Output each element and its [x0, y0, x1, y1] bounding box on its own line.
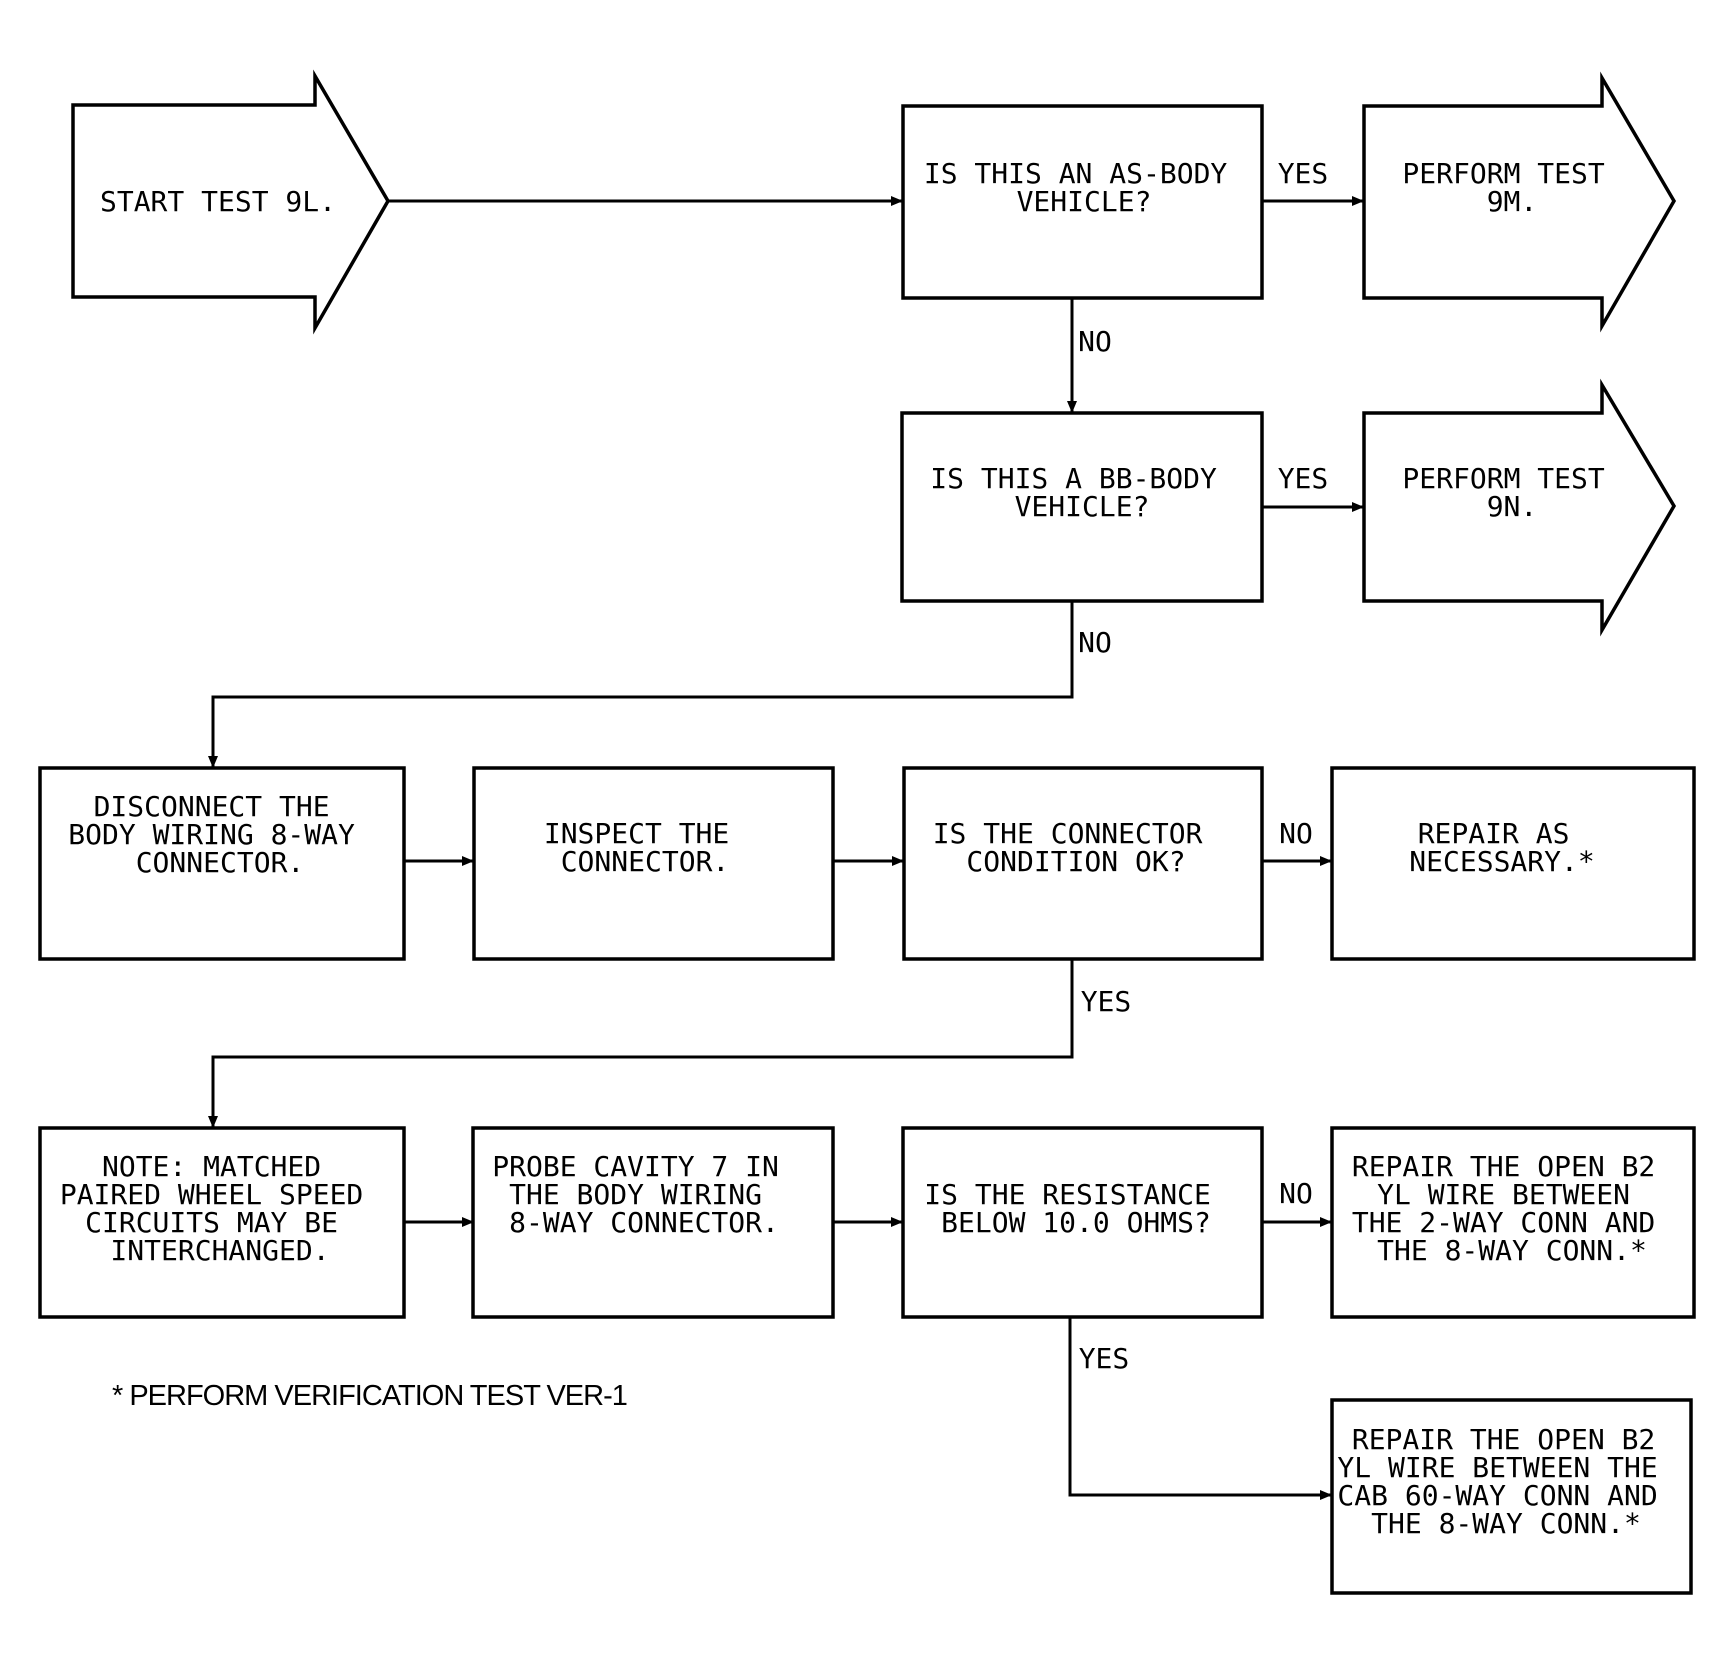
resistance-decision-box — [901, 1126, 1264, 1319]
label-condition-yes: YES — [1081, 985, 1132, 1018]
label-as-body-yes: YES — [1278, 157, 1329, 190]
start-arrow-shape — [71, 69, 391, 335]
condition-question-text: IS THE CONNECTOR CONDITION OK? — [933, 817, 1220, 878]
note-box — [38, 1126, 406, 1319]
edge-condition-yes — [208, 958, 1074, 1128]
resistance-question-text: IS THE RESISTANCE BELOW 10.0 OHMS? — [924, 1178, 1227, 1239]
inspect-box — [472, 766, 835, 961]
label-condition-no: NO — [1279, 817, 1313, 850]
inspect-text: INSPECT THE CONNECTOR. — [544, 817, 746, 878]
label-bb-body-no: NO — [1078, 626, 1112, 659]
label-resistance-no: NO — [1279, 1177, 1313, 1210]
connectors — [208, 196, 1364, 1500]
test-9n-text: PERFORM TEST 9N. — [1402, 462, 1621, 523]
repair-2way-box — [1330, 1126, 1696, 1319]
disconnect-box — [38, 766, 406, 961]
test-9m-arrow-shape — [1362, 71, 1677, 333]
start-text: START TEST 9L. — [100, 185, 336, 218]
edge-bb-body-no — [208, 601, 1074, 768]
repair-as-necessary-text: REPAIR AS NECESSARY.* — [1409, 817, 1594, 878]
footnote: * PERFORM VERIFICATION TEST VER-1 — [112, 1380, 627, 1412]
test-9n-arrow-shape — [1362, 378, 1677, 637]
label-as-body-no: NO — [1078, 325, 1112, 358]
edge-labels: YES NO YES NO NO YES NO YES — [1078, 157, 1328, 1375]
bb-body-decision-box — [900, 411, 1264, 603]
bb-body-question-text: IS THIS A BB-BODY VEHICLE? — [930, 462, 1233, 523]
repair-60way-box — [1330, 1398, 1693, 1595]
disconnect-text: DISCONNECT THE BODY WIRING 8-WAY CONNECT… — [68, 790, 371, 879]
probe-text: PROBE CAVITY 7 IN THE BODY WIRING 8-WAY … — [492, 1150, 795, 1239]
label-resistance-yes: YES — [1079, 1342, 1130, 1375]
as-body-question-text: IS THIS AN AS-BODY VEHICLE? — [924, 157, 1244, 218]
as-body-decision-box — [901, 104, 1264, 300]
condition-decision-box — [902, 766, 1264, 961]
edge-resistance-yes — [1068, 1318, 1332, 1500]
probe-box — [471, 1126, 835, 1319]
repair-60way-text: REPAIR THE OPEN B2 YL WIRE BETWEEN THE C… — [1337, 1423, 1674, 1540]
node-texts: START TEST 9L. IS THIS AN AS-BODY VEHICL… — [60, 157, 1674, 1540]
repair-2way-text: REPAIR THE OPEN B2 YL WIRE BETWEEN THE 2… — [1352, 1150, 1672, 1267]
label-bb-body-yes: YES — [1278, 462, 1329, 495]
test-9m-text: PERFORM TEST 9M. — [1402, 157, 1621, 218]
flow-nodes — [38, 69, 1696, 1595]
note-text: NOTE: MATCHED PAIRED WHEEL SPEED CIRCUIT… — [60, 1150, 380, 1267]
repair-as-necessary-box — [1330, 766, 1696, 961]
